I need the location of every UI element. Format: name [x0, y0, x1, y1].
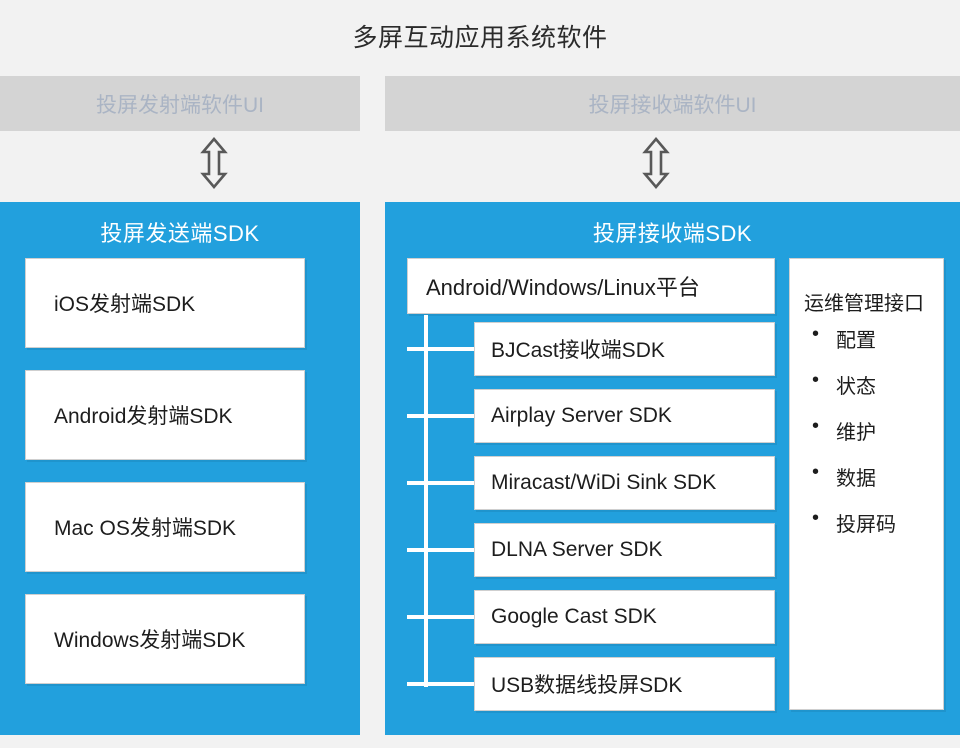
receiver-sdk-card[interactable]: BJCast接收端SDK	[474, 322, 775, 376]
list-item[interactable]: 数据	[812, 461, 943, 491]
list-item[interactable]: Windows发射端SDK	[25, 594, 305, 684]
sender-double-arrow-vertical-icon	[192, 134, 236, 192]
receiver-sdk-card[interactable]: DLNA Server SDK	[474, 523, 775, 577]
receiver-sdk-card[interactable]: Miracast/WiDi Sink SDK	[474, 456, 775, 510]
list-item[interactable]: Android发射端SDK	[25, 370, 305, 460]
tree-trunk-connector	[424, 315, 428, 687]
receiver-sdk-label: Miracast/WiDi Sink SDK	[491, 471, 717, 494]
sender-ui-bar[interactable]: 投屏发射端软件UI	[0, 76, 360, 131]
list-item: Google Cast SDK	[407, 590, 775, 644]
list-item[interactable]: iOS发射端SDK	[25, 258, 305, 348]
list-item[interactable]: Mac OS发射端SDK	[25, 482, 305, 572]
receiver-ui-bar-label: 投屏接收端软件UI	[588, 93, 757, 117]
tree-branch-connector	[407, 682, 474, 686]
tree-branch-connector	[407, 548, 474, 552]
ops-management-title: 运维管理接口	[804, 293, 924, 315]
ops-management-card[interactable]: 运维管理接口 配置 状态 维护 数据 投屏码	[789, 258, 944, 710]
ops-management-list: 配置 状态 维护 数据 投屏码	[790, 320, 943, 537]
receiver-sdk-card[interactable]: USB数据线投屏SDK	[474, 657, 775, 711]
receiver-sdk-card[interactable]: Google Cast SDK	[474, 590, 775, 644]
platform-card[interactable]: Android/Windows/Linux平台	[407, 258, 775, 314]
list-item: USB数据线投屏SDK	[407, 657, 775, 711]
receiver-sdk-label: Google Cast SDK	[491, 605, 657, 628]
sender-sdk-label: Android发射端SDK	[54, 405, 233, 428]
list-item: Airplay Server SDK	[407, 389, 775, 443]
list-item[interactable]: 状态	[812, 369, 943, 399]
list-item: DLNA Server SDK	[407, 523, 775, 577]
sender-sdk-label: iOS发射端SDK	[54, 293, 196, 316]
platform-label: Android/Windows/Linux平台	[426, 275, 700, 300]
list-item[interactable]: 维护	[812, 415, 943, 445]
tree-branch-connector	[407, 347, 474, 351]
receiver-sdk-label: Airplay Server SDK	[491, 404, 672, 427]
page-title: 多屏互动应用系统软件	[352, 24, 608, 52]
receiver-sdk-list: BJCast接收端SDK Airplay Server SDK Miracast…	[407, 322, 775, 724]
receiver-double-arrow-vertical-icon	[634, 134, 678, 192]
receiver-sdk-panel-title: 投屏接收端SDK	[592, 221, 753, 246]
list-item[interactable]: 投屏码	[812, 507, 943, 537]
sender-sdk-label: Windows发射端SDK	[54, 629, 246, 652]
list-item: Miracast/WiDi Sink SDK	[407, 456, 775, 510]
receiver-sdk-label: BJCast接收端SDK	[491, 339, 665, 362]
receiver-sdk-label: DLNA Server SDK	[491, 538, 663, 561]
sender-ui-bar-label: 投屏发射端软件UI	[96, 93, 264, 117]
tree-branch-connector	[407, 414, 474, 418]
receiver-sdk-card[interactable]: Airplay Server SDK	[474, 389, 775, 443]
sender-sdk-list: iOS发射端SDK Android发射端SDK Mac OS发射端SDK Win…	[25, 258, 305, 706]
sender-sdk-panel-title: 投屏发送端SDK	[100, 221, 260, 246]
sender-sdk-label: Mac OS发射端SDK	[54, 517, 237, 540]
list-item[interactable]: 配置	[812, 323, 943, 353]
receiver-sdk-label: USB数据线投屏SDK	[491, 674, 683, 697]
receiver-ui-bar[interactable]: 投屏接收端软件UI	[385, 76, 960, 131]
tree-branch-connector	[407, 615, 474, 619]
list-item: BJCast接收端SDK	[407, 322, 775, 376]
tree-branch-connector	[407, 481, 474, 485]
